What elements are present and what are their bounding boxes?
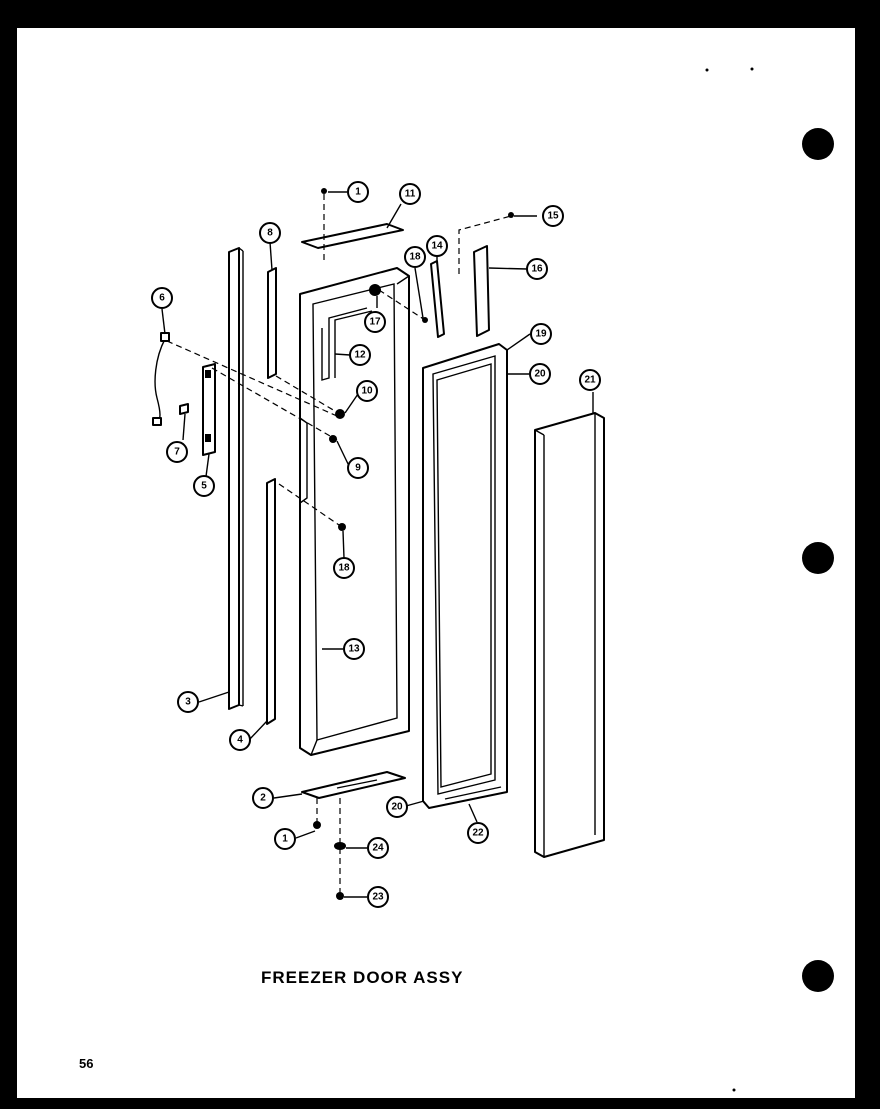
diagram-title: FREEZER DOOR ASSY	[261, 968, 464, 987]
callout-12: 12	[349, 344, 371, 366]
callout-1-bot: 1	[274, 828, 296, 850]
callout-label: 11	[405, 189, 416, 200]
callout-6: 6	[151, 287, 173, 309]
callout-7: 7	[166, 441, 188, 463]
callout-label: 3	[185, 697, 191, 708]
callout-5: 5	[193, 475, 215, 497]
part-3-handle-strip	[228, 247, 240, 710]
callout-label: 7	[174, 447, 180, 458]
part-14-bracket	[430, 260, 445, 338]
callout-label: 20	[534, 369, 546, 380]
callout-label: 21	[584, 375, 596, 386]
callout-label: 8	[267, 228, 273, 239]
callout-label: 2	[260, 793, 266, 804]
callout-13: 13	[343, 638, 365, 660]
callout-14: 14	[426, 235, 448, 257]
exploded-view-diagram: 1 11 14 15 8 18 16 6 17 12 19 20 21 10 7…	[151, 67, 834, 1092]
punch-hole-middle	[802, 542, 834, 574]
callout-label: 1	[282, 834, 288, 845]
callout-20-bot: 20	[386, 796, 408, 818]
callout-8-top: 8	[259, 222, 281, 244]
callout-11: 11	[399, 183, 421, 205]
callout-2: 2	[252, 787, 274, 809]
part-4-lower-trim	[266, 478, 276, 725]
callout-15: 15	[542, 205, 564, 227]
callout-18-mid: 18	[333, 557, 355, 579]
callout-label: 6	[159, 293, 165, 304]
part-9-plug	[329, 435, 337, 443]
part-21-door-panel	[534, 412, 605, 858]
callout-label: 4	[237, 735, 243, 746]
callout-label: 12	[354, 350, 366, 361]
part-16-cap-strip	[473, 245, 490, 337]
part-23-screw	[336, 892, 344, 900]
part-15-screw	[508, 212, 514, 218]
callout-19: 19	[530, 323, 552, 345]
callout-10: 10	[356, 380, 378, 402]
part-24-bushing	[334, 842, 346, 850]
callout-4: 4	[229, 729, 251, 751]
callout-21: 21	[579, 369, 601, 391]
callout-label: 16	[531, 264, 543, 275]
callout-label: 18	[338, 563, 350, 574]
callout-label: 14	[431, 241, 443, 252]
callout-label: 9	[355, 463, 361, 474]
callout-22: 22	[467, 822, 489, 844]
part-7-clip	[179, 403, 189, 415]
callout-16: 16	[526, 258, 548, 280]
callout-17: 17	[364, 311, 386, 333]
callout-label: 20	[391, 802, 403, 813]
part-5-bracket	[202, 363, 216, 456]
callout-label: 1	[355, 187, 361, 198]
part-1-screw-bottom	[313, 821, 321, 829]
part-8-upper-trim	[267, 267, 277, 379]
callout-9: 9	[347, 457, 369, 479]
callout-1-top: 1	[347, 181, 369, 203]
punch-hole-top	[802, 128, 834, 160]
callout-label: 24	[372, 843, 384, 854]
callout-label: 17	[369, 317, 381, 328]
part-6-wire	[154, 338, 166, 423]
part-1-screw-top	[321, 188, 327, 194]
callout-label: 23	[372, 892, 384, 903]
callout-label: 22	[472, 828, 484, 839]
callout-20-top: 20	[529, 363, 551, 385]
callout-18-top: 18	[404, 246, 426, 268]
callout-23: 23	[367, 886, 389, 908]
part-13-door-frame	[299, 267, 410, 756]
callout-label: 18	[409, 252, 421, 263]
page-number: 56	[79, 1056, 94, 1071]
part-12-liner-channel	[321, 307, 368, 381]
part-17-grommet	[369, 284, 381, 296]
punch-hole-bottom	[802, 960, 834, 992]
part-18-plug-mid	[338, 523, 346, 531]
door-frame-inner	[312, 283, 398, 741]
callout-3: 3	[177, 691, 199, 713]
callout-24: 24	[367, 837, 389, 859]
parts-diagram-page: 1 11 14 15 8 18 16 6 17 12 19 20 21 10 7…	[17, 28, 855, 1098]
part-20-inner-liner	[432, 355, 496, 795]
callout-label: 13	[348, 644, 360, 655]
callout-label: 15	[547, 211, 559, 222]
callout-label: 19	[535, 329, 547, 340]
callout-label: 5	[201, 481, 207, 492]
callout-label: 10	[361, 386, 373, 397]
part-11-top-hinge	[301, 223, 404, 249]
